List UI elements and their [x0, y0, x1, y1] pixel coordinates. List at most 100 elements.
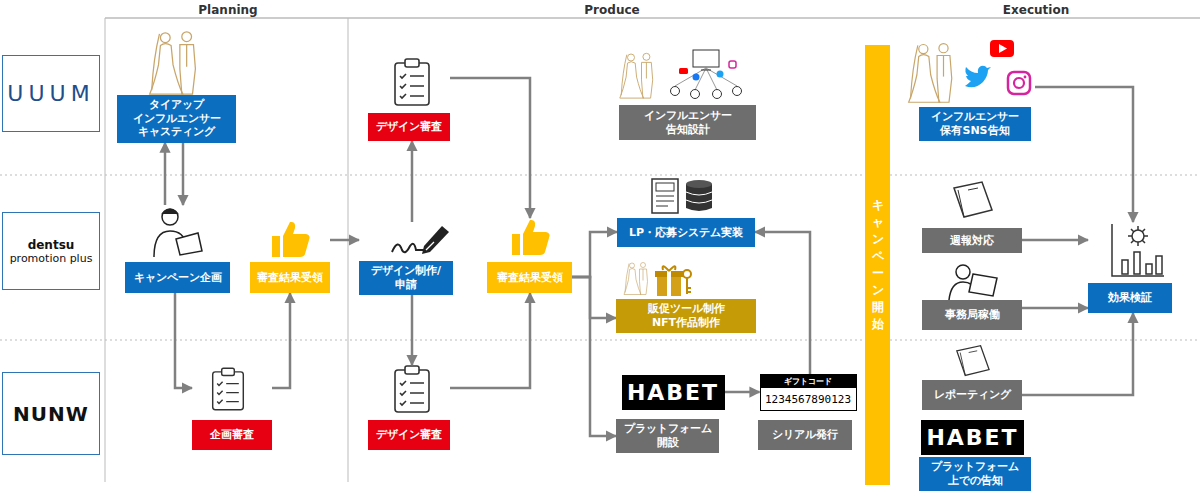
decor-shape: [392, 226, 449, 254]
decor-shape: [105, 18, 1200, 19]
flow-arrow: [572, 232, 617, 277]
flow-arrow: [164, 143, 167, 206]
label-box: UUUM: [2, 55, 100, 132]
icon-step-node: レポーティング: [922, 344, 1022, 410]
platform-logo: HABET: [921, 420, 1024, 455]
flow-arrow: [182, 143, 185, 206]
icon-step-node: 審査結果受領: [250, 220, 330, 293]
decor-shape: [512, 220, 550, 255]
icon-step-node: キャンペーン企画: [125, 205, 230, 293]
icon-step-node: インフルエンサー 告知設計: [617, 48, 756, 140]
flow-arrow: [450, 78, 530, 218]
platform-logo: HABET: [622, 375, 725, 410]
decor-shape: [1014, 78, 1024, 88]
decor-shape: [395, 366, 429, 412]
phase-heading: Produce: [584, 3, 639, 17]
label-box: タイアップ インフルエンサー キャスティング: [117, 95, 236, 143]
company-logo: dentsupromotion plus: [2, 212, 100, 290]
decor-shape: [965, 66, 991, 88]
label-box: 審査結果受領: [487, 262, 572, 293]
node-text: シリアル発行: [772, 428, 838, 442]
icon-step-node: 企画審査: [192, 365, 272, 450]
label-box: HABET: [921, 420, 1024, 455]
process-box: シリアル発行: [758, 420, 852, 450]
decor-shape: [272, 222, 310, 257]
decor-shape: [655, 266, 691, 296]
node-text: タイアップ インフルエンサー キャスティング: [121, 98, 232, 139]
node-text: 週報対応: [950, 234, 994, 248]
node-text: HABET: [627, 380, 719, 405]
flow-arrow: [755, 232, 810, 374]
label-box: HABET: [622, 375, 725, 410]
label-box: デザイン審査: [368, 113, 450, 141]
icon-step-node: 事務局稼働: [922, 262, 1022, 330]
node-text: NUNW: [13, 402, 89, 426]
decor-shape: [1112, 224, 1164, 276]
campaign-start-bar: キャンペーン開始: [865, 45, 890, 485]
node-text: dentsu: [28, 238, 75, 252]
decor-shape: [954, 182, 992, 217]
label-box: シリアル発行: [758, 420, 852, 450]
flow-arrow: [450, 293, 530, 388]
label-box: キャンペーン企画: [125, 262, 230, 293]
decor-shape: [624, 263, 648, 295]
node-text: キャンペーン開始: [872, 197, 884, 333]
gift-code-card: ギフトコード1234567890123: [760, 374, 857, 411]
icon-step-node: インフルエンサー 保有SNS告知: [905, 38, 1035, 141]
decor-shape: [949, 265, 997, 300]
node-text: レポーティング: [934, 388, 1011, 402]
node-text: 企画審査: [210, 428, 254, 442]
icon-step-node: 販促ツール制作 NFT作品制作: [616, 258, 756, 333]
decor-shape: [1024, 76, 1027, 79]
flow-arrow: [1022, 307, 1088, 310]
node-text: 審査結果受領: [257, 271, 323, 285]
label-box: 効果検証: [1088, 283, 1172, 313]
node-text: デザイン審査: [376, 120, 442, 134]
node-text: ギフトコード: [761, 375, 856, 388]
label-box: 販促ツール制作 NFT作品制作: [616, 299, 756, 333]
flow-arrow: [725, 391, 760, 394]
company-logo: UUUM: [2, 55, 100, 132]
node-text: 事務局稼働: [945, 308, 1000, 322]
flow-arrow: [175, 293, 192, 388]
decor-shape: [0, 340, 1200, 341]
process-box: プラットフォーム 上での告知: [919, 457, 1031, 491]
node-text: デザイン審査: [376, 428, 442, 442]
phase-heading: Planning: [198, 3, 257, 17]
label-box: デザイン審査: [368, 420, 450, 450]
decor-shape: [990, 40, 1014, 57]
decor-shape: [154, 209, 202, 257]
flow-arrow: [272, 293, 290, 388]
label-box: プラットフォーム 開設: [616, 419, 719, 453]
decor-shape: [395, 59, 429, 105]
node-text: 効果検証: [1108, 291, 1152, 305]
decor-shape: [999, 44, 1007, 53]
flow-arrow: [411, 141, 414, 222]
icon-step-node: タイアップ インフルエンサー キャスティング: [117, 28, 236, 143]
phase-heading: Execution: [1003, 3, 1069, 17]
decor-shape: [671, 50, 742, 99]
icon-step-node: 週報対応: [922, 180, 1022, 253]
node-text: 審査結果受領: [497, 271, 563, 285]
decor-shape: [957, 346, 989, 376]
decor-shape: [652, 179, 712, 213]
node-text: デザイン制作/申請: [363, 264, 449, 292]
label-box: 企画審査: [192, 420, 272, 450]
icon-step-node: 効果検証: [1088, 222, 1172, 313]
label-box: レポーティング: [922, 380, 1022, 410]
node-text: インフルエンサー 保有SNS告知: [923, 110, 1027, 138]
label-box: 週報対応: [922, 228, 1022, 253]
process-box: プラットフォーム 開設: [616, 419, 719, 453]
icon-step-node: LP・応募システム実装: [617, 178, 755, 247]
node-text: UUUM: [7, 81, 94, 106]
decor-shape: [105, 18, 106, 482]
icon-step-node: デザイン制作/申請: [359, 222, 453, 295]
flow-arrow: [572, 277, 616, 436]
node-text: プラットフォーム 開設: [620, 422, 715, 450]
icon-step-node: デザイン審査: [368, 365, 450, 450]
node-text: キャンペーン企画: [134, 271, 222, 285]
label-box: 事務局稼働: [922, 300, 1022, 330]
label-box: ギフトコード1234567890123: [760, 374, 857, 411]
node-text: HABET: [926, 425, 1018, 450]
